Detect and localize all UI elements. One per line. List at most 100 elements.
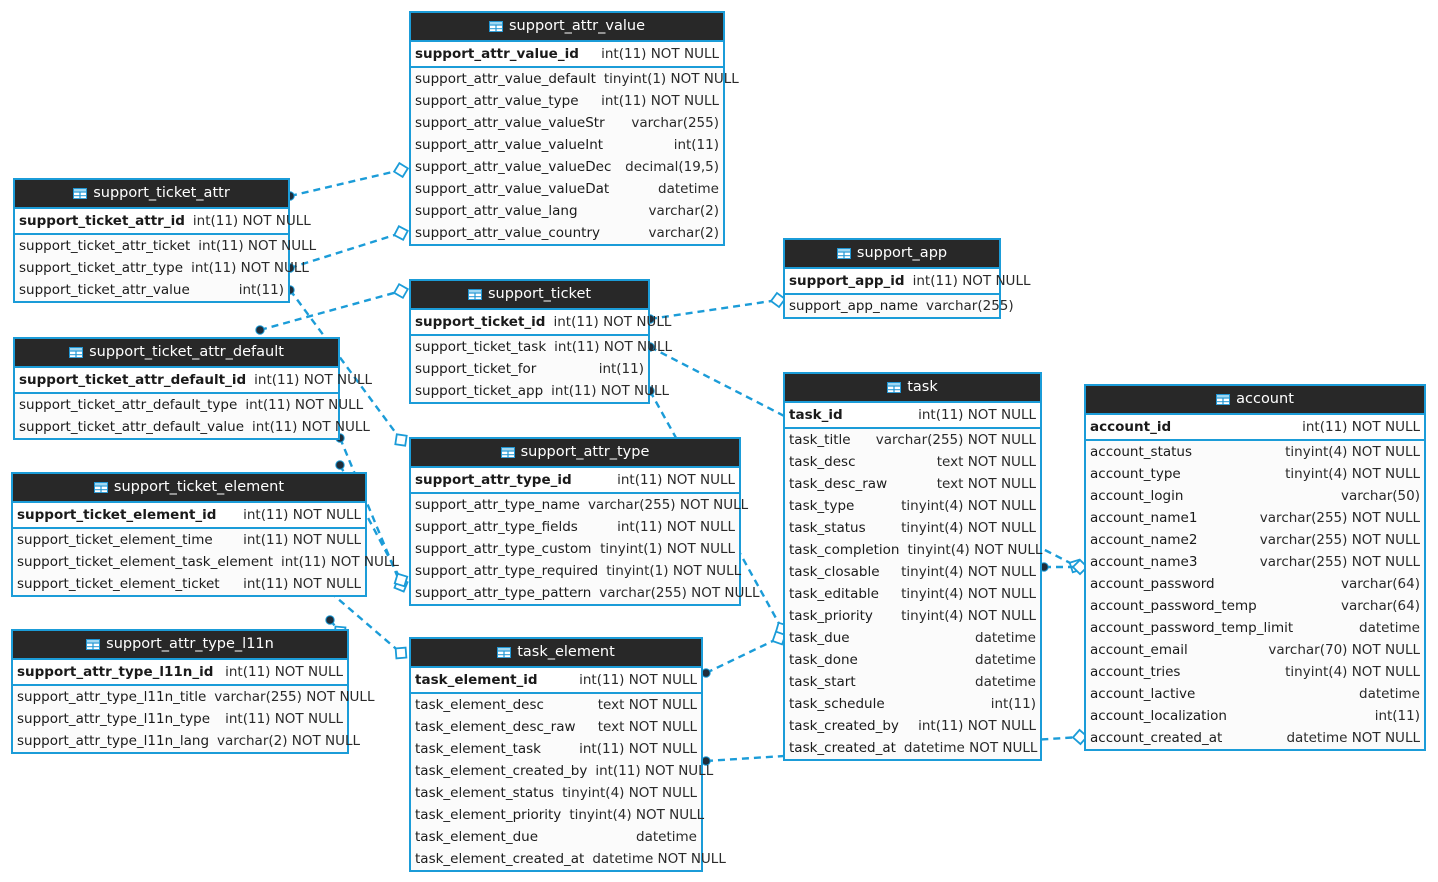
column-type: int(11) NOT NULL: [198, 238, 317, 254]
column-name: task_element_due: [415, 829, 539, 845]
column-type: tinyint(4) NOT NULL: [907, 542, 1043, 558]
column-type: int(11) NOT NULL: [1302, 419, 1420, 435]
column-name: support_ticket_element_ticket: [17, 576, 220, 592]
column-name: support_ticket_for: [415, 361, 537, 377]
column-type: tinyint(4) NOT NULL: [562, 785, 697, 801]
entity-header-support_ticket: support_ticket: [411, 281, 648, 308]
column-name: support_ticket_attr_default_value: [19, 419, 245, 435]
column-type: int(11) NOT NULL: [254, 372, 373, 388]
column-name: support_attr_type_l11n_title: [17, 689, 207, 705]
